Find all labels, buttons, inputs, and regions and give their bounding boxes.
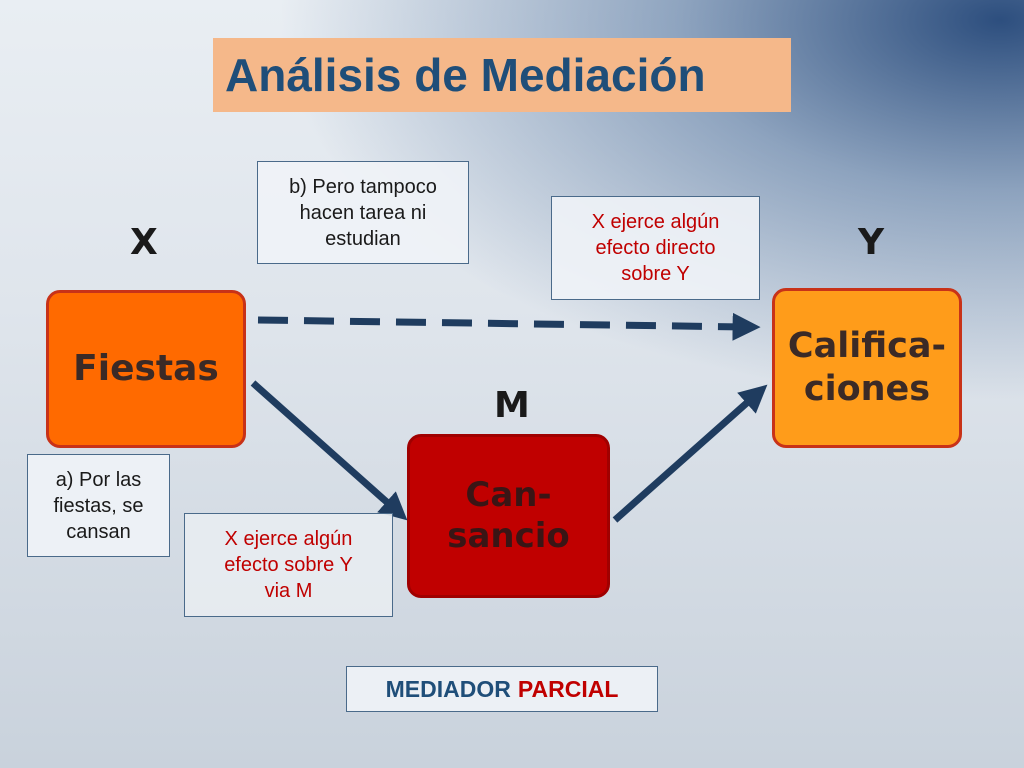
note-a-text: a) Por las fiestas, se cansan xyxy=(53,468,144,543)
note-a: a) Por las fiestas, se cansan xyxy=(27,454,170,557)
note-b-text: b) Pero tampoco hacen tarea ni estudian xyxy=(289,175,437,250)
y-label: Y xyxy=(858,222,885,263)
note-via-m: X ejerce algún efecto sobre Y via M xyxy=(184,513,393,617)
calificaciones-node-label: Califica- ciones xyxy=(787,326,947,409)
note-direct-effect: X ejerce algún efecto directo sobre Y xyxy=(551,196,760,300)
x-label: X xyxy=(130,222,158,263)
x-to-m-arrow xyxy=(250,380,408,521)
mediator-type-word: PARCIAL xyxy=(517,675,619,702)
m-label: M xyxy=(494,385,530,426)
fiestas-node-label: Fiestas xyxy=(73,348,219,390)
page-title: Análisis de Mediación xyxy=(225,49,706,101)
mediator-type-badge: MEDIADOR PARCIAL xyxy=(346,666,658,712)
note-b: b) Pero tampoco hacen tarea ni estudian xyxy=(257,161,469,264)
m-to-y-arrow xyxy=(612,384,768,523)
title-banner: Análisis de Mediación xyxy=(213,38,791,112)
cansancio-node: Can- sancio xyxy=(407,434,610,598)
cansancio-node-label: Can- sancio xyxy=(447,474,570,556)
note-via-m-text: X ejerce algún efecto sobre Y via M xyxy=(224,528,353,602)
note-direct-effect-text: X ejerce algún efecto directo sobre Y xyxy=(591,211,720,285)
calificaciones-node: Califica- ciones xyxy=(772,288,962,448)
fiestas-node: Fiestas xyxy=(46,290,246,448)
mediator-word: MEDIADOR xyxy=(385,675,511,702)
direct-path-arrow xyxy=(257,312,761,341)
